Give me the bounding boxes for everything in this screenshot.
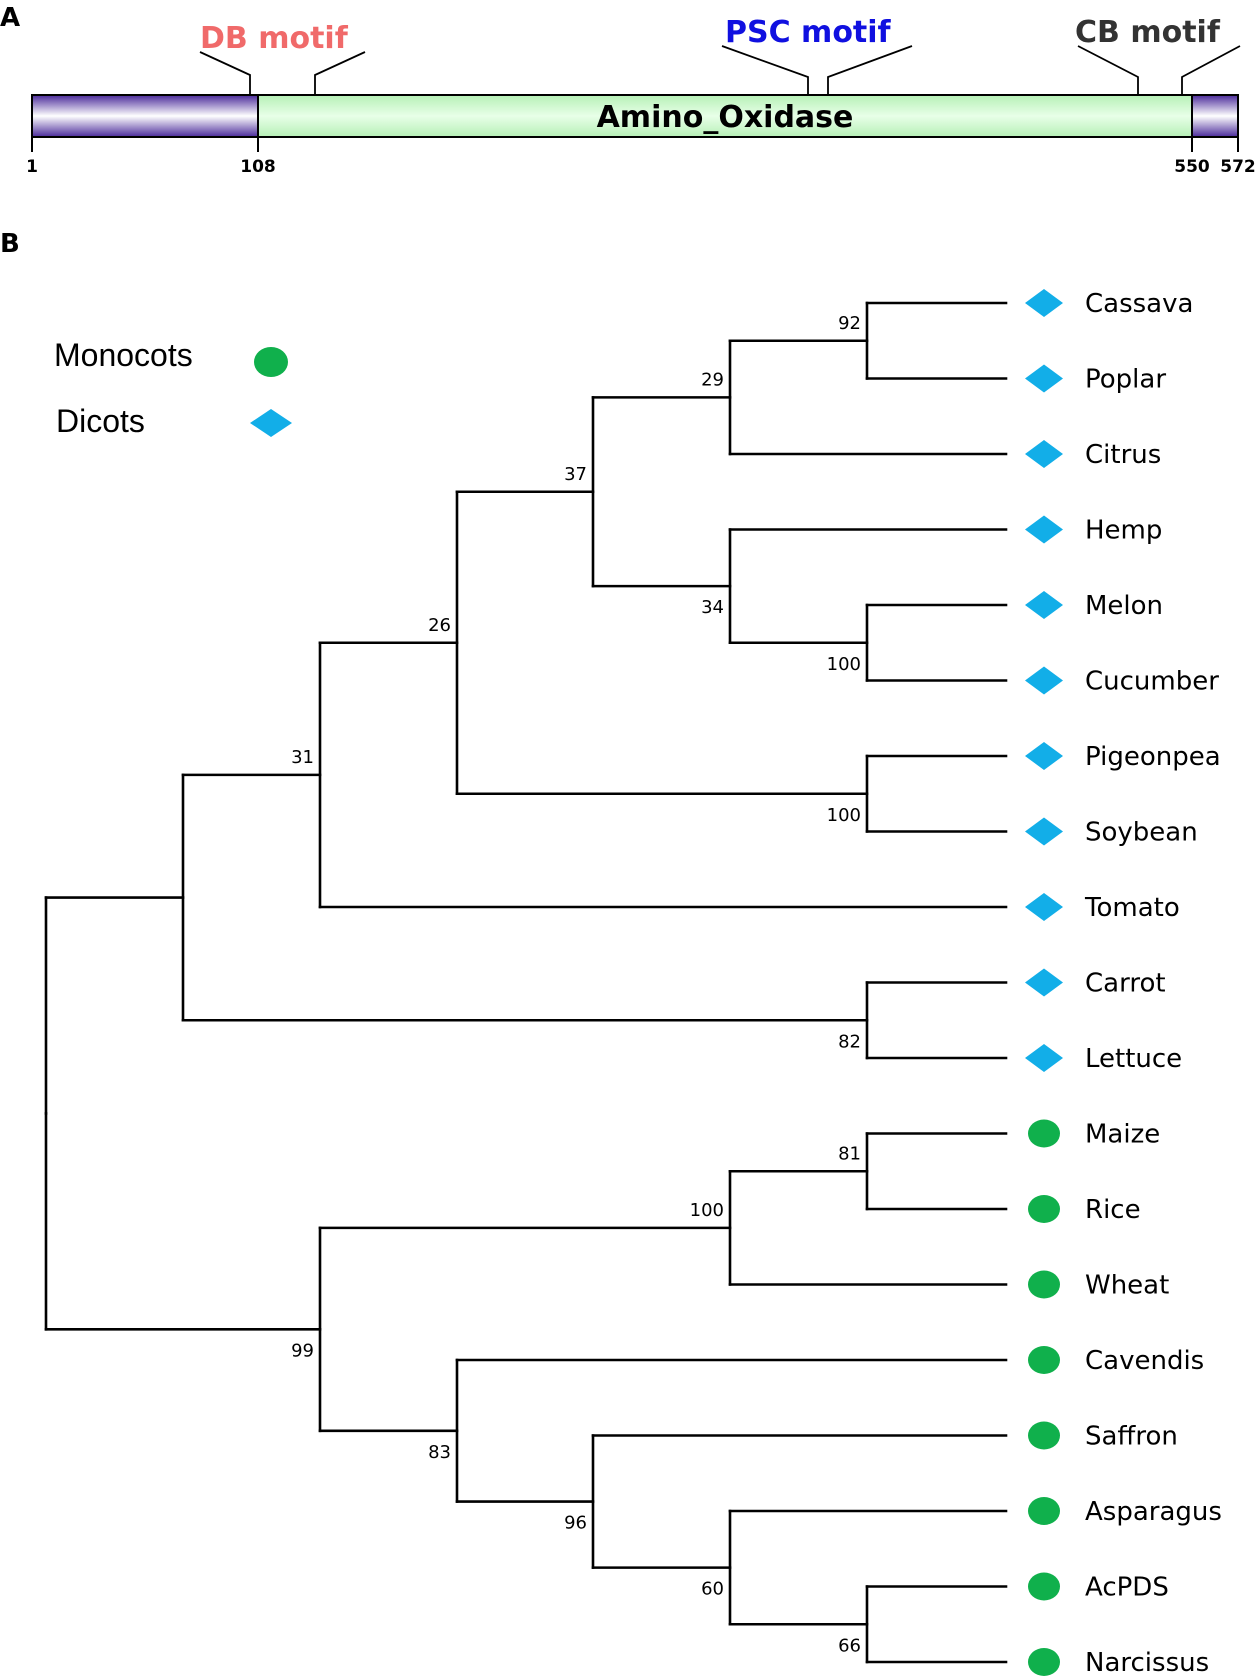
bootstrap-value: 100 bbox=[827, 805, 861, 826]
db-motif-bracket bbox=[199, 51, 251, 95]
protein-diagram: Amino_Oxidase 1 108 550 572 DB motif PSC… bbox=[26, 15, 1256, 177]
tree-labels: 92 29 100 34 37 100 26 31 82 81 100 66 60 96 83 99 Cassa… bbox=[291, 289, 1222, 1678]
bootstrap-value: 34 bbox=[701, 597, 724, 618]
dicot-diamond-icon bbox=[1025, 440, 1063, 468]
leaf-label: Saffron bbox=[1085, 1422, 1178, 1452]
leaf-label: Cassava bbox=[1085, 289, 1193, 319]
bootstrap-value: 100 bbox=[827, 654, 861, 675]
monocot-circle-icon bbox=[1028, 1497, 1060, 1525]
dicot-diamond-icon bbox=[1025, 817, 1063, 846]
bootstrap-value: 99 bbox=[291, 1340, 314, 1361]
dicot-diamond-icon bbox=[1025, 515, 1063, 544]
psc-motif-bracket bbox=[721, 45, 809, 95]
legend-monocot-circle-icon bbox=[254, 347, 288, 377]
monocot-circle-icon bbox=[1028, 1346, 1060, 1374]
leaf-label: Asparagus bbox=[1085, 1497, 1222, 1527]
leaf-label: Hemp bbox=[1085, 516, 1162, 546]
monocot-circle-icon bbox=[1028, 1421, 1060, 1450]
legend: Monocots Dicots bbox=[54, 337, 292, 439]
monocot-circle-icon bbox=[1028, 1648, 1060, 1676]
dicot-diamond-icon bbox=[1025, 893, 1063, 921]
bootstrap-value: 26 bbox=[428, 615, 451, 636]
dicot-diamond-icon bbox=[1025, 1044, 1063, 1072]
db-motif-label: DB motif bbox=[200, 21, 349, 56]
leaf-label: Cucumber bbox=[1085, 667, 1219, 697]
leaf-label: Rice bbox=[1085, 1195, 1141, 1225]
db-motif-bracket bbox=[314, 51, 366, 95]
bootstrap-value: 31 bbox=[291, 747, 314, 768]
cb-motif-label: CB motif bbox=[1075, 15, 1221, 50]
leaf-label: Pigeonpea bbox=[1085, 742, 1221, 772]
bootstrap-value: 66 bbox=[838, 1635, 861, 1656]
pos-label-108: 108 bbox=[240, 157, 276, 177]
leaf-label: Soybean bbox=[1085, 818, 1198, 848]
leaf-label: Maize bbox=[1085, 1120, 1160, 1150]
phylogenetic-tree bbox=[44, 301, 1008, 1664]
leaf-label: Wheat bbox=[1085, 1271, 1169, 1301]
panel-a-letter: A bbox=[0, 3, 20, 33]
bootstrap-value: 82 bbox=[838, 1031, 861, 1052]
dicot-diamond-icon bbox=[1025, 666, 1063, 695]
legend-monocots-label: Monocots bbox=[54, 337, 193, 373]
bootstrap-value: 92 bbox=[838, 313, 861, 334]
bootstrap-value: 100 bbox=[690, 1200, 724, 1221]
bootstrap-value: 96 bbox=[564, 1513, 587, 1534]
monocot-circle-icon bbox=[1028, 1195, 1060, 1223]
bootstrap-value: 29 bbox=[701, 369, 724, 390]
pos-label-572: 572 bbox=[1220, 157, 1256, 177]
dicot-diamond-icon bbox=[1025, 742, 1063, 770]
bootstrap-value: 60 bbox=[701, 1579, 724, 1600]
dicot-diamond-icon bbox=[1025, 591, 1063, 619]
amino-oxidase-domain bbox=[257, 94, 1193, 138]
cb-motif-bracket bbox=[1181, 45, 1241, 95]
psc-motif-label: PSC motif bbox=[725, 15, 892, 50]
pos-label-1: 1 bbox=[26, 157, 38, 177]
bootstrap-value: 37 bbox=[564, 464, 587, 485]
domain-label: Amino_Oxidase bbox=[597, 100, 854, 135]
c-terminal-segment bbox=[1191, 94, 1239, 138]
leaf-label: Citrus bbox=[1085, 440, 1161, 470]
dicot-diamond-icon bbox=[1025, 968, 1063, 997]
bootstrap-value: 83 bbox=[428, 1442, 451, 1463]
legend-dicots-label: Dicots bbox=[56, 403, 145, 439]
monocot-circle-icon bbox=[1028, 1572, 1060, 1601]
dicot-diamond-icon bbox=[1025, 289, 1063, 317]
leaf-label: Narcissus bbox=[1085, 1648, 1209, 1678]
dicot-diamond-icon bbox=[1025, 364, 1063, 393]
leaf-label: Cavendis bbox=[1085, 1346, 1204, 1376]
n-terminal-segment bbox=[31, 94, 259, 138]
leaf-label: Poplar bbox=[1085, 365, 1166, 395]
cb-motif-bracket bbox=[1077, 45, 1139, 95]
leaf-label: Carrot bbox=[1085, 969, 1166, 999]
leaf-label: Tomato bbox=[1084, 893, 1180, 923]
monocot-circle-icon bbox=[1028, 1270, 1060, 1299]
leaf-label: Melon bbox=[1085, 591, 1163, 621]
legend-dicot-diamond-icon bbox=[250, 409, 292, 437]
pos-label-550: 550 bbox=[1174, 157, 1210, 177]
leaf-label: Lettuce bbox=[1085, 1044, 1182, 1074]
panel-b-letter: B bbox=[0, 229, 20, 259]
psc-motif-bracket bbox=[827, 45, 913, 95]
bootstrap-value: 81 bbox=[838, 1143, 861, 1164]
monocot-circle-icon bbox=[1028, 1119, 1060, 1148]
leaf-label: AcPDS bbox=[1085, 1573, 1169, 1603]
